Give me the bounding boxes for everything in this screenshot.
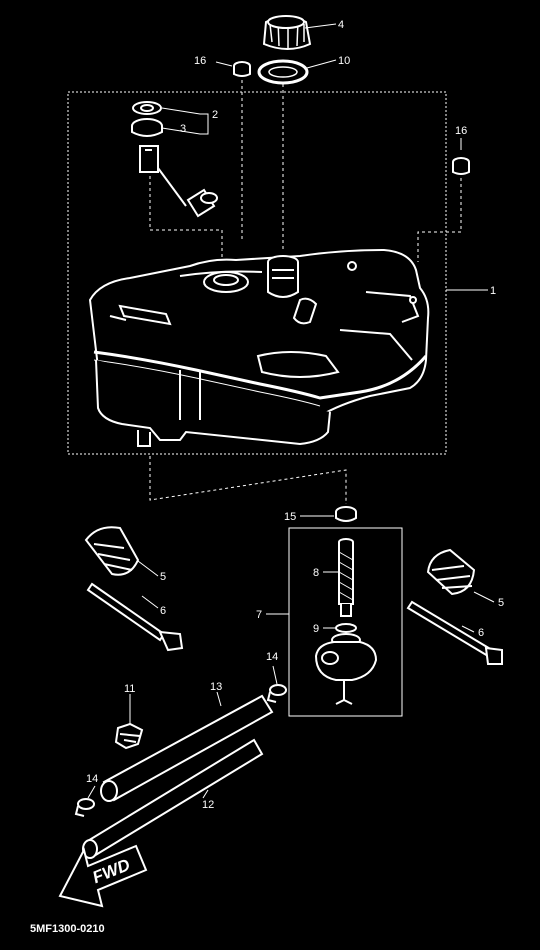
callout-5-left: 5 [160,571,166,583]
damper-top [233,61,251,77]
callout-14-upper: 14 [266,651,278,663]
hose-guard-left [84,526,140,576]
callout-11: 11 [124,683,135,695]
callout-7: 7 [256,609,262,621]
callout-12: 12 [202,799,214,811]
tank-assembly-frame [67,91,447,455]
callout-15: 15 [284,511,296,523]
callout-1: 1 [490,285,496,297]
callout-10: 10 [338,55,350,67]
callout-16-right: 16 [455,125,467,137]
fuel-cap [262,15,312,50]
fuel-tank [88,248,430,447]
fuel-cock-frame [288,527,403,717]
hose-clamp-14-lower [74,798,95,817]
callout-16-top: 16 [194,55,206,67]
fuel-cock [314,538,378,705]
callout-14-lower: 14 [86,773,98,785]
damper-right [452,157,470,175]
callout-3: 3 [180,123,186,135]
fuel-hose-13 [100,694,274,802]
callout-8: 8 [313,567,319,579]
callout-6-right: 6 [478,627,484,639]
diagram-code: 5MF1300-0210 [30,923,105,935]
assembly-leaders [149,80,462,504]
callout-9: 9 [313,623,319,635]
cap-gasket [257,59,309,85]
callout-2: 2 [212,109,218,121]
hose-clamp-14-upper [266,684,287,703]
callout-6-left: 6 [160,605,166,617]
hose-clamp-15 [335,506,357,522]
cable-tie-right [406,600,503,665]
callout-5-right: 5 [498,597,504,609]
fuel-hose-12 [82,738,264,859]
hose-joint-11 [114,722,144,750]
callout-13: 13 [210,681,222,693]
hose-guard-right [426,548,476,596]
cable-tie-left [86,582,184,652]
callout-4: 4 [338,19,344,31]
breather-assembly [131,101,218,218]
